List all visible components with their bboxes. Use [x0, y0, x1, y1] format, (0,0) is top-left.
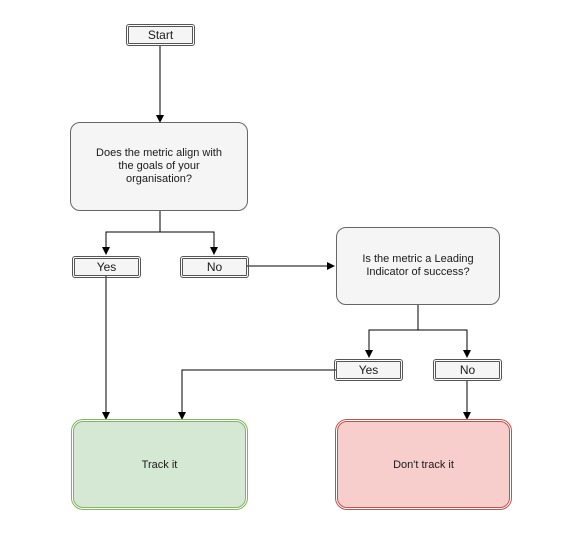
q1-no-label-box: No — [180, 256, 249, 278]
q2-no-label: No — [459, 363, 476, 377]
q2-yes-label-box: Yes — [334, 359, 403, 381]
q1-yes-label-box: Yes — [72, 256, 141, 278]
edge-q2yes-to-track — [178, 369, 336, 420]
q1-no-label: No — [206, 260, 223, 274]
decision-metric-alignment-label: Does the metric align with the goals of … — [96, 147, 222, 185]
start-node: Start — [126, 24, 195, 46]
edge-q1-to-no — [160, 231, 218, 255]
q2-yes-label: Yes — [358, 363, 379, 377]
track-it-label: Track it — [141, 458, 178, 471]
decision-leading-indicator-label: Is the metric a Leading Indicator of suc… — [362, 253, 474, 278]
decision-metric-alignment: Does the metric align with the goals of … — [70, 122, 248, 211]
start-label: Start — [147, 28, 174, 42]
q1-yes-label: Yes — [96, 260, 117, 274]
edge-q2-split — [365, 305, 419, 358]
dont-track-it-node: Don't track it — [335, 419, 512, 510]
track-it-node: Track it — [71, 419, 248, 510]
dont-track-it-label: Don't track it — [393, 458, 454, 471]
q2-no-label-box: No — [433, 359, 502, 381]
edge-q1-split — [102, 211, 161, 255]
decision-leading-indicator: Is the metric a Leading Indicator of suc… — [336, 227, 500, 305]
edge-q2-to-no — [418, 329, 471, 358]
